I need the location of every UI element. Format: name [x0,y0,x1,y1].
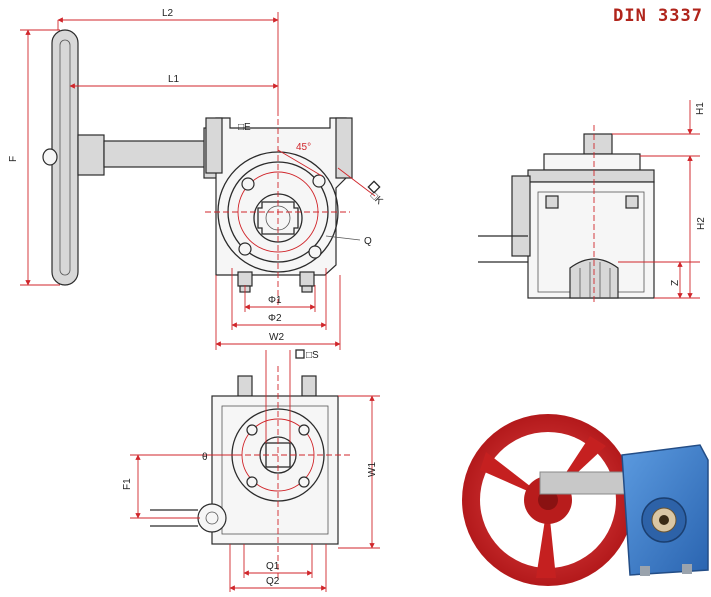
label-Q: Q [364,236,372,247]
label-S: □S [306,350,319,361]
label-L2: L2 [162,8,174,19]
label-phi1: Φ1 [268,295,282,306]
side-view-dimensions: H1 H2 Z [612,100,707,299]
bottom-view-dimensions: □S W1 F1 θ Q1 Q2 [122,349,380,592]
label-F1: F1 [122,478,133,490]
label-H2: H2 [696,217,707,230]
output-bore [257,201,299,235]
product-photo [462,414,709,586]
handwheel-hub [77,134,105,176]
front-view-dimensions: L2 L1 F □E 45° □K Q Φ1 Φ2 W2 [8,8,385,350]
side-stem [583,133,613,155]
label-H1: H1 [695,102,706,115]
steel-shaft [539,471,635,495]
label-Q2: Q2 [266,576,280,587]
label-theta: θ [202,452,208,463]
label-Z: Z [670,280,681,286]
input-shaft-end [197,503,227,533]
label-W2: W2 [269,332,284,343]
label-E: □E [238,122,251,133]
label-W1: W1 [367,462,378,477]
side-view [478,125,655,305]
label-angle: 45° [296,142,311,153]
label-F: F [8,156,19,162]
bottom-view [150,366,350,580]
label-phi2: Φ2 [268,313,282,324]
label-L1: L1 [168,74,180,85]
input-shaft [103,140,211,168]
standard-title: DIN 3337 [613,6,703,26]
front-view [42,29,381,305]
gearbox-housing-bottom [211,395,339,545]
label-Q1: Q1 [266,561,280,572]
